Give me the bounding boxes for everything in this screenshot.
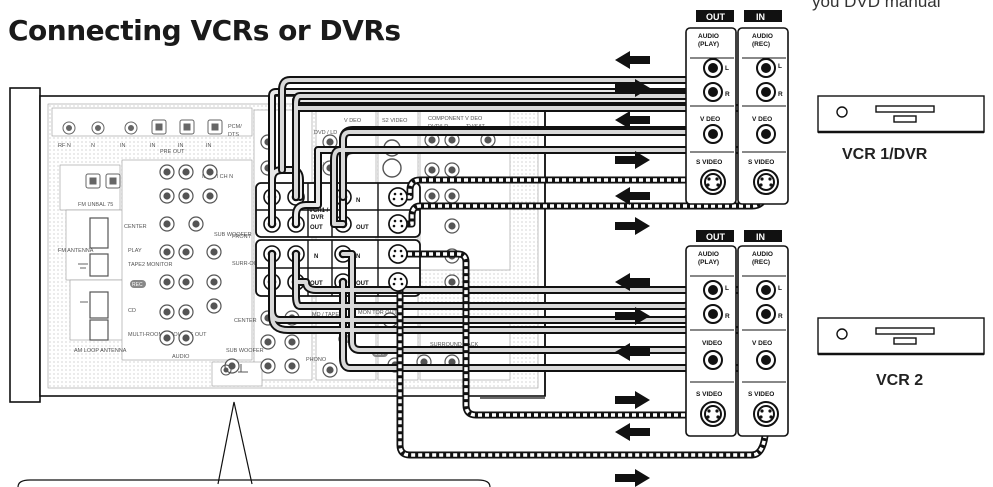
recv-vcr1-video-in-label: N (356, 198, 360, 204)
dvd-ld-label: DVD / LD (314, 130, 337, 136)
vcr2-jack-panel: OUT IN AUDIO (PLAY) AUDIO (REC) L R L R … (685, 230, 789, 437)
center-label: CENTER (124, 224, 147, 230)
recv-vcr2-video-in-label: N (356, 254, 360, 260)
arrow-left-icon (615, 111, 650, 129)
vcr2-in-r: R (778, 313, 783, 320)
vcr2-out-r: R (725, 313, 730, 320)
page-title: Connecting VCRs or DVRs (8, 14, 401, 47)
vcr2-out-audio-1: AUDIO (698, 251, 719, 258)
receiver-callout (17, 401, 491, 487)
arrow-right-icon (615, 391, 650, 409)
vcr2-out-svideo: S VIDEO (696, 391, 722, 398)
arrow-right-icon (615, 79, 650, 97)
vcr2-in-svideo: S VIDEO (748, 391, 774, 398)
recv-vcr2-out-label: OUT (310, 281, 323, 287)
tape2-label: TAPE2 MONITOR (128, 262, 172, 268)
sub-woofer-label-2: SUB WOOFER (226, 348, 264, 354)
vcr2-in-audio-2: (REC) (752, 259, 770, 266)
vcr2-out-tab: OUT (706, 232, 726, 242)
front-label: FRONT (232, 234, 252, 240)
arrow-right-icon (615, 151, 650, 169)
vcr2-out-audio-2: (PLAY) (698, 259, 719, 266)
page-note: you DVD manual (812, 0, 941, 11)
recv-vcr2-video-out-label: OUT (356, 281, 369, 287)
arrow-right-icon (615, 217, 650, 235)
pre-out-label: PRE OUT (160, 149, 185, 155)
recv-vcr1-name-2: DVR (311, 215, 324, 221)
recv-vcr1-out-label: OUT (310, 225, 323, 231)
arrow-left-icon (615, 51, 650, 69)
am-loop-label: AM LOOP ANTENNA (74, 348, 127, 354)
fm-antenna-label: FM ANTENNA (58, 248, 94, 254)
in-label-2: IN (120, 143, 126, 149)
receiver-svideo-plugs (388, 187, 408, 292)
vcr2-device-icon (817, 317, 985, 356)
vcr1-in-l: L (778, 63, 782, 70)
md-tape-label: MD / TAPE1 (312, 312, 342, 318)
vcr1-in-tab: IN (756, 12, 765, 22)
col-component-label: COMPONENT V DEO (428, 116, 483, 122)
monitor-out-label: MON TOR OUT (358, 310, 398, 316)
audio-label: AUDIO (172, 354, 190, 360)
recv-vcr2-in-label: N (314, 254, 318, 260)
arrow-left-icon (615, 343, 650, 361)
in-label-4: IN (178, 143, 184, 149)
vcr1-out-audio-1: AUDIO (698, 33, 719, 40)
center-label-2: CENTER (234, 318, 257, 324)
rec-pill-label: REC (132, 282, 143, 288)
surround-back-label: SURROUND BACK (430, 342, 479, 348)
surround-label: SURR-OUND (232, 261, 266, 267)
rf-in-label: RF N (58, 143, 71, 149)
vcr1-out-audio-2: (PLAY) (698, 41, 719, 48)
vcr1-out-tab: OUT (706, 12, 726, 22)
vcr1-out-r: R (725, 91, 730, 98)
dts-label: DTS (228, 132, 239, 138)
recv-vcr1-video-out-label: OUT (356, 225, 369, 231)
vcr2-in-video: V DEO (752, 340, 772, 347)
pcm-label: PCM/ (228, 124, 242, 130)
sub-woofer-label: SUB WOOFER (214, 232, 252, 238)
vcr2-out-l: L (725, 285, 729, 292)
vcr1-in-audio-1: AUDIO (752, 33, 773, 40)
vcr1-jack-panel: OUT IN AUDIO (PLAY) AUDIO (REC) L R L R … (685, 10, 789, 205)
in-label-3: IN (150, 143, 156, 149)
arrow-left-icon (615, 187, 650, 205)
vcr2-in-audio-1: AUDIO (752, 251, 773, 258)
vcr1-in-svideo: S VIDEO (748, 159, 774, 166)
phono-label: PHONO (306, 357, 327, 363)
arrow-left-icon (615, 273, 650, 291)
vcr1-in-video: V DEO (752, 116, 772, 123)
arrow-right-icon (615, 469, 650, 487)
vcr1-dvr-label: VCR 1/DVR (842, 146, 928, 163)
vcr1-device-icon (817, 95, 985, 134)
in-label-1: N (91, 143, 95, 149)
vcr1-in-r: R (778, 91, 783, 98)
arrow-left-icon (615, 423, 650, 441)
shelf-lines (470, 92, 545, 399)
vcr2-label: VCR 2 (876, 372, 924, 389)
vcr1-out-svideo: S VIDEO (696, 159, 722, 166)
col-video-label: V DEO (344, 118, 362, 124)
signal-arrows (615, 51, 650, 487)
arrow-right-icon (615, 307, 650, 325)
vcr1-in-audio-2: (REC) (752, 41, 770, 48)
vcr1-out-l: L (725, 65, 729, 72)
recv-vcr1-name-1: VCR1 / (309, 208, 329, 214)
multi-ch-label: MULTI CH N (202, 174, 233, 180)
in-label-5: IN (206, 143, 212, 149)
cd-label: CD (128, 308, 136, 314)
play-label: PLAY (128, 248, 142, 254)
vcr2-out-video: VIDEO (702, 340, 722, 347)
col-svideo-label: S2 VIDEO (382, 118, 408, 124)
vcr2-in-l: L (778, 285, 782, 292)
fm-unbal-label: FM UNBAL 75 (78, 202, 113, 208)
vcr1-out-video: V DEO (700, 116, 720, 123)
vcr2-in-tab: IN (756, 232, 765, 242)
